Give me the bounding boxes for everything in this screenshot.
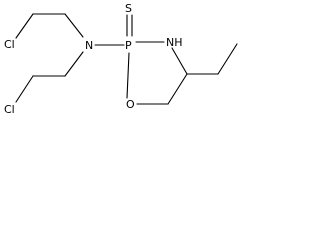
bond-n-to-bottom-chain [64,51,84,77]
atom-label-s: S [125,2,132,15]
bond-nh-to-ch [171,47,188,75]
bond-ch-to-ch2 [167,73,188,105]
atom-label-n: N [85,39,93,52]
bond-ethyl-end [217,43,238,75]
atom-label-o: O [126,98,135,111]
atom-label-cl-bottom: Cl [4,103,15,116]
structure-diagram: Cl Cl N P S NH O [4,2,238,116]
atom-label-cl-top: Cl [4,38,15,51]
bond-cl-top-chain [15,13,34,39]
atom-label-p: P [125,39,132,52]
bond-cl-bottom-chain [15,75,34,103]
atom-label-nh: NH [166,36,183,49]
bond-o-to-p [126,52,130,99]
bond-top-chain-to-n [64,13,84,38]
